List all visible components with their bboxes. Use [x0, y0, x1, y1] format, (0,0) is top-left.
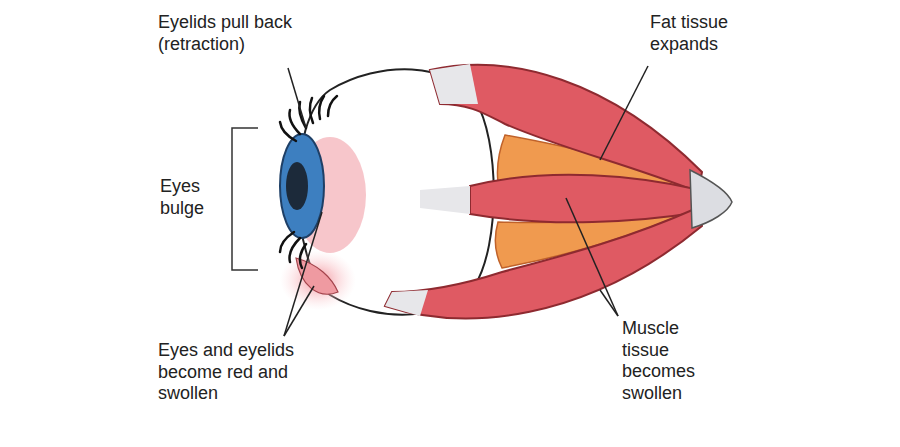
muscle — [385, 208, 702, 318]
swollen-eyelid — [280, 250, 356, 310]
callout-label: Muscle tissue becomes swollen — [622, 318, 712, 404]
callout-label: Fat tissue expands — [650, 12, 765, 55]
bracket — [232, 128, 258, 270]
iris — [280, 134, 324, 238]
leader-lines — [284, 66, 648, 336]
callout-label: Eyes bulge — [160, 176, 224, 219]
callout-label: Eyes and eyelids become red and swollen — [158, 340, 308, 405]
tendon — [385, 290, 428, 316]
tendon — [420, 186, 470, 214]
apex-tendon — [690, 170, 732, 228]
pupil — [286, 162, 308, 210]
tendon — [430, 64, 478, 104]
callout-label: Eyelids pull back (retraction) — [158, 12, 323, 55]
muscle — [470, 175, 700, 223]
eyelashes — [280, 96, 337, 268]
muscle — [430, 65, 702, 192]
